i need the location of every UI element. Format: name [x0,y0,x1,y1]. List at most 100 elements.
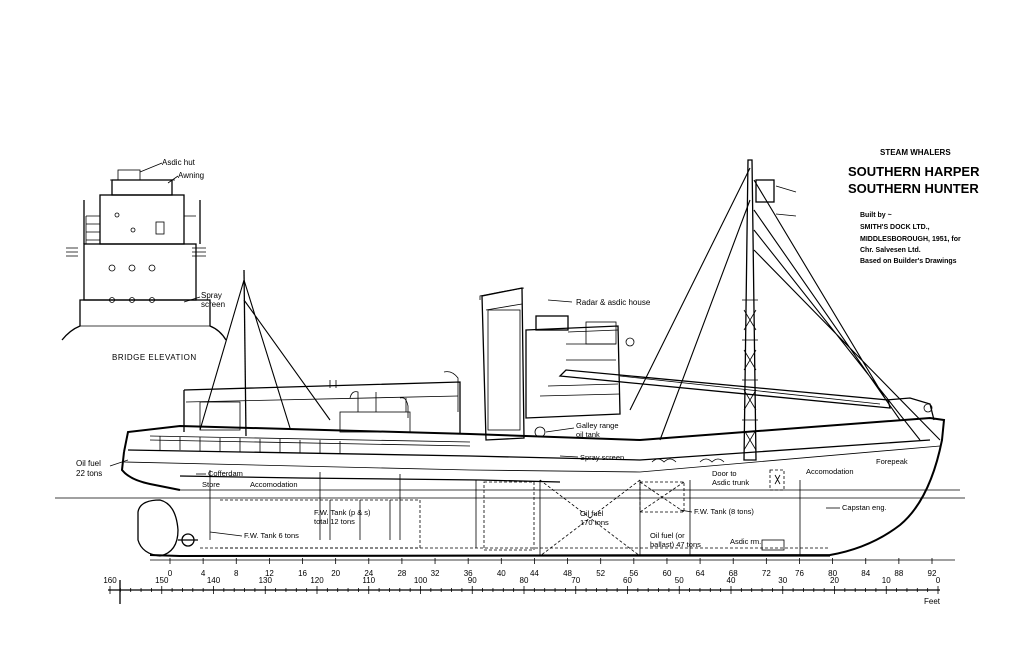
frame-tick-label: 56 [629,569,638,578]
asdic-door-line-1: Door to [712,469,737,478]
asdic-room-label: Asdic rm. [730,537,761,546]
frame-tick-label: 8 [234,569,239,578]
title-type: STEAM WHALERS [880,148,951,157]
title-name-1: SOUTHERN HARPER [848,164,980,179]
feet-tick-label: 90 [468,576,477,585]
bridge-spray-screen-label: Spray screen [201,291,225,309]
asdic-door-line-2: Asdic trunk [712,478,749,487]
asdic-hut-label: Asdic hut [162,158,196,167]
builder-line-3: MIDDLESBOROUGH, 1951, for [860,236,961,243]
frame-tick-label: 40 [497,569,506,578]
crows-nest [755,179,775,203]
feet-tick-label: 70 [571,576,580,585]
oil-fuel-mid-line-1: Oil fuel [580,509,604,518]
title-name-2: SOUTHERN HUNTER [848,181,979,196]
oil-fuel-ballast-line-1: Oil fuel (or [650,531,685,540]
capstan-label: Capstan eng. [842,503,887,512]
bridge-spray-screen-line-1: Spray [201,291,222,300]
accommodation-aft-label: Accomodation [250,480,298,489]
feet-ticks [109,586,939,594]
awning-label: Awning [178,171,204,180]
bridge-elevation: Asdic hut Awning Spray screen BRIDGE ELE… [61,158,227,362]
fw-tank-6-label: F.W. Tank 6 tons [244,531,299,540]
builder-line-2: SMITH'S DOCK LTD., [860,224,930,231]
feet-tick-label: 10 [882,576,891,585]
fw-tank-ps-line-2: total 12 tons [314,517,355,526]
oil-fuel-tank [483,481,535,551]
profile-labels: Radar & asdic house Galley range oil tan… [76,298,908,549]
galley-label-line-1: Galley range [576,421,619,430]
mainmast [243,269,247,437]
frame-tick-label: 12 [265,569,274,578]
feet-tick-label: 160 [103,576,117,585]
frame-tick-label: 20 [331,569,340,578]
fw-tank-8-label: F.W. Tank (8 tons) [694,507,754,516]
frame-tick-label: 80 [828,569,837,578]
feet-tick-label: 120 [310,576,324,585]
feet-tick-label: 40 [727,576,736,585]
oil-fuel-mid-label: Oil fuel 170 tons [580,509,609,527]
feet-tick-label: 100 [414,576,428,585]
frame-tick-label: 64 [696,569,705,578]
feet-tick-label: 60 [623,576,632,585]
frame-tick-label: 36 [464,569,473,578]
radar-house-label: Radar & asdic house [576,298,651,307]
forepeak-label: Forepeak [876,457,908,466]
frame-tick-label: 76 [795,569,804,578]
asdic-door-label: Door to Asdic trunk [712,469,749,487]
frame-tick-label: 84 [861,569,870,578]
title-block: STEAM WHALERS SOUTHERN HARPER SOUTHERN H… [848,148,980,265]
bridge-house [525,325,621,419]
feet-tick-label: 30 [778,576,787,585]
cofferdam-label: Cofferdam [208,469,243,478]
feet-tick-label: 20 [830,576,839,585]
frame-tick-label: 72 [762,569,771,578]
fw-tank-ps-label: F.W. Tank (p & s) total 12 tons [314,508,373,526]
oil-fuel-aft-line-2: 22 tons [76,469,102,478]
feet-tick-label: 130 [259,576,273,585]
frame-tick-label: 24 [364,569,373,578]
oil-fuel-ballast-line-2: ballast) 47 tons [650,540,701,549]
catwalk [558,369,891,409]
frame-tick-label: 60 [663,569,672,578]
frame-tick-label: 68 [729,569,738,578]
feet-tick-label: 80 [520,576,529,585]
store-label: Store [202,480,220,489]
feet-unit-label: Feet [924,597,941,606]
rudder [137,499,179,557]
galley-label-line-2: oil tank [576,430,600,439]
builder-line-1: Built by ~ [860,212,892,219]
accommodation-fwd-label: Accomodation [806,467,854,476]
foremast [743,159,757,461]
feet-tick-label: 140 [207,576,221,585]
hull-outline [123,416,946,558]
oil-fuel-mid-line-2: 170 tons [580,518,609,527]
fw-tank-ps-line-1: F.W. Tank (p & s) [314,508,371,517]
frame-tick-label: 92 [928,569,937,578]
frame-tick-label: 0 [168,569,173,578]
builder-line-4: Chr. Salvesen Ltd. [860,247,921,254]
frame-tick-label: 4 [201,569,206,578]
frame-tick-label: 48 [563,569,572,578]
spray-screen-label: Spray screen [580,453,624,462]
feet-tick-label: 50 [675,576,684,585]
oil-fuel-aft-line-1: Oil fuel [76,459,101,468]
frame-tick-label: 52 [596,569,605,578]
bridge-spray-screen-line-2: screen [201,300,225,309]
frame-tick-label: 28 [397,569,406,578]
ship-profile [55,159,965,558]
feet-tick-label: 0 [936,576,941,585]
frame-ticks [169,558,933,564]
oil-fuel-aft-label: Oil fuel 22 tons [76,459,103,478]
frame-tick-label: 32 [431,569,440,578]
frame-tick-label: 16 [298,569,307,578]
feet-tick-label: 150 [155,576,169,585]
bridge-elevation-caption: BRIDGE ELEVATION [112,353,197,362]
builder-line-5: Based on Builder's Drawings [860,258,957,265]
feet-tick-label: 110 [362,576,375,585]
